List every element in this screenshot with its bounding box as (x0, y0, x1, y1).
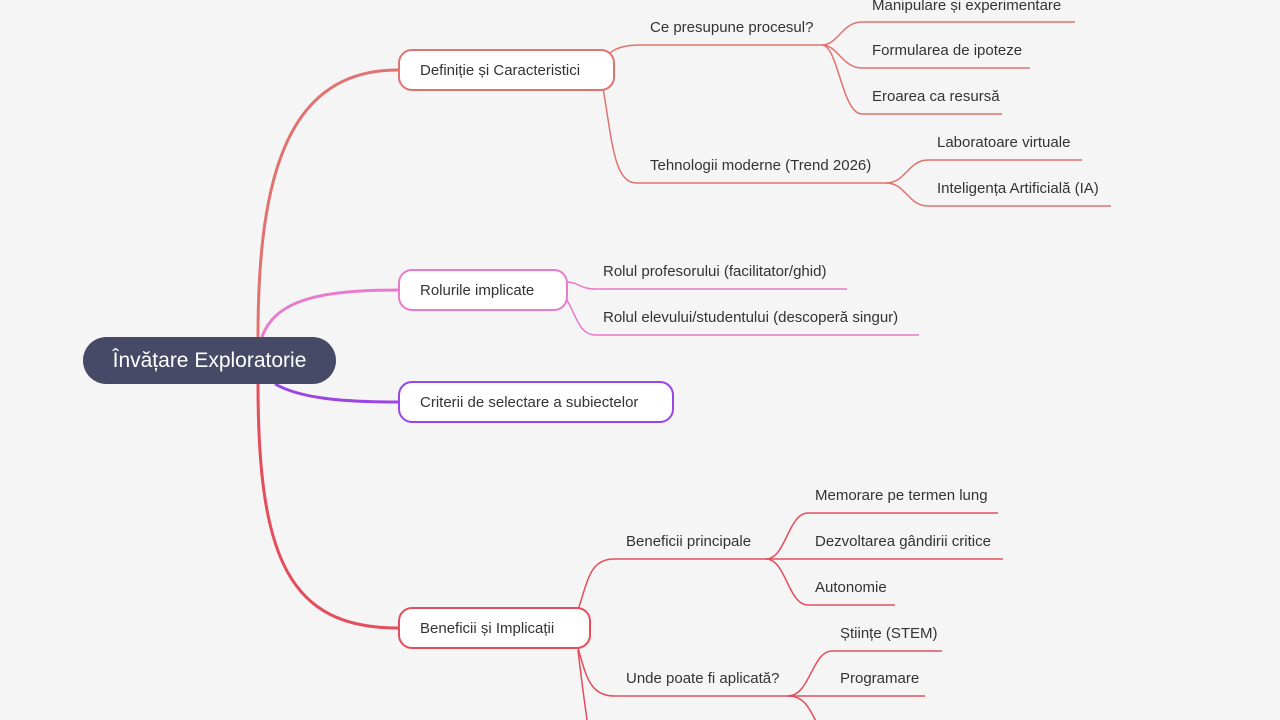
link-beneficii-more (577, 649, 588, 720)
branch-definitie[interactable]: Definiție și Caracteristici (398, 49, 615, 91)
link-aplicata-leaf1 (787, 650, 942, 697)
leaf-ipoteze[interactable]: Formularea de ipoteze (872, 42, 1023, 59)
topic-beneficii-principale[interactable]: Beneficii principale (626, 533, 752, 550)
link-root-beneficii (256, 383, 399, 630)
link-tehnologii-leaf1 (885, 159, 1082, 184)
leaf-autonomie[interactable]: Autonomie (815, 579, 887, 596)
leaf-memorare[interactable]: Memorare pe termen lung (815, 487, 988, 504)
topic-proces[interactable]: Ce presupune procesul? (650, 19, 814, 36)
link-principale-leaf3 (765, 558, 895, 606)
leaf-laboratoare[interactable]: Laboratoare virtuale (937, 134, 1071, 151)
topic-unde-aplicata[interactable]: Unde poate fi aplicată? (626, 670, 780, 687)
link-beneficii-principale (577, 558, 766, 611)
root-node[interactable]: Învățare Exploratorie (83, 337, 336, 384)
link-proces-leaf1 (821, 21, 1075, 46)
link-tehnologii-leaf2 (885, 182, 1111, 207)
link-principale-leaf1 (765, 512, 998, 560)
link-beneficii-aplicata (577, 647, 788, 697)
leaf-manipulare[interactable]: Manipulare și experimentare (872, 0, 1062, 14)
link-root-roluri (260, 288, 399, 338)
link-aplicata-more (787, 695, 817, 720)
topic-tehnologii[interactable]: Tehnologii moderne (Trend 2026) (650, 157, 872, 174)
leaf-rol-elev[interactable]: Rolul elevului/studentului (descoperă si… (603, 309, 899, 326)
branch-roluri[interactable]: Rolurile implicate (398, 269, 568, 311)
link-roluri-leaf1 (566, 281, 847, 290)
link-roluri-leaf2 (566, 299, 919, 336)
leaf-programare[interactable]: Programare (840, 670, 920, 687)
link-proces-leaf3 (821, 44, 1002, 115)
link-definitie-tehnologii (602, 87, 886, 184)
leaf-gandire-critica[interactable]: Dezvoltarea gândirii critice (815, 533, 991, 550)
link-proces-leaf2 (821, 44, 1030, 69)
branch-beneficii[interactable]: Beneficii și Implicații (398, 607, 591, 649)
leaf-eroarea[interactable]: Eroarea ca resursă (872, 88, 1000, 105)
link-root-definitie (256, 68, 399, 338)
leaf-stiinte[interactable]: Științe (STEM) (840, 625, 938, 642)
branch-criterii[interactable]: Criterii de selectare a subiectelor (398, 381, 674, 423)
link-definitie-proces (599, 44, 822, 63)
link-root-criterii (274, 382, 399, 404)
leaf-rol-profesor[interactable]: Rolul profesorului (facilitator/ghid) (603, 263, 827, 280)
leaf-ia[interactable]: Inteligența Artificială (IA) (937, 180, 1099, 197)
